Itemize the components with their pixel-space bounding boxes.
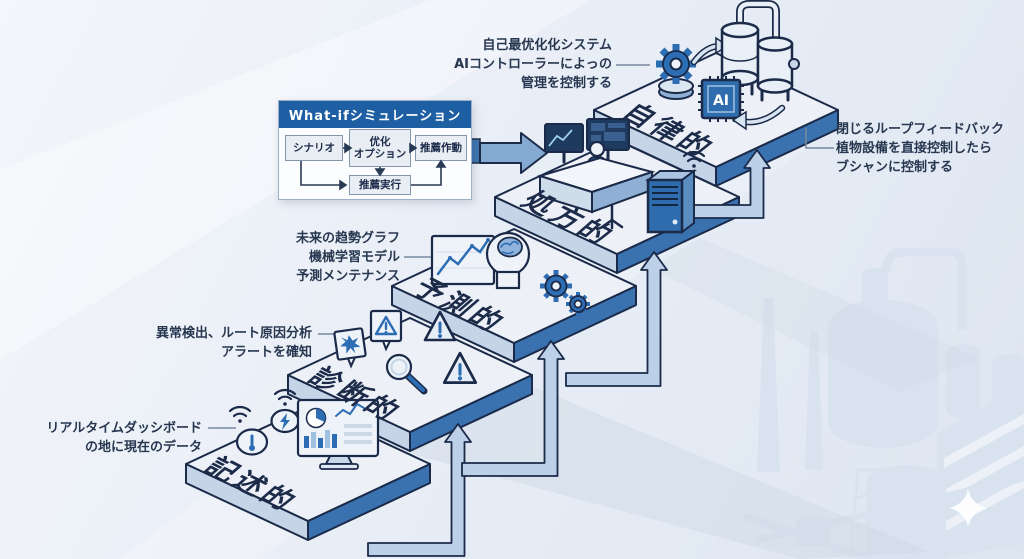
annotation-line: 予測メンテナンス — [296, 269, 400, 284]
brain-head-icon — [485, 231, 531, 290]
warning-triangle-icon — [423, 310, 457, 342]
whatif-node-scenario: シナリオ — [285, 135, 343, 161]
whatif-panel-title: What-ifシミュレーション — [279, 101, 471, 128]
alert-badge-icon — [369, 309, 403, 352]
gear-icon — [540, 270, 572, 302]
annotation-line: の地に現在のデータ — [84, 440, 202, 455]
annotation-descriptive: リアルタイムダッシボード の地に現在のデータ — [36, 419, 202, 457]
prescriptive-icons — [536, 118, 706, 234]
diagnostic-icons — [333, 309, 478, 395]
annotation-line: ブシャンに控制する — [836, 160, 954, 175]
annotation-predictive: 未来の趋勢グラフ 機械学習モデル 予測メンテナンス — [248, 229, 400, 286]
loop-arrow-icon — [731, 104, 786, 131]
wifi-signal-icon — [682, 150, 706, 168]
annotation-line: AIコントローラーによっの — [454, 57, 612, 72]
annotation-line: リアルタイムダッシボード — [46, 421, 202, 436]
gear-icon — [656, 44, 696, 84]
ai-chip-label: AI — [713, 93, 729, 109]
annotation-line: 管理を控制する — [520, 76, 612, 91]
predictive-icons — [430, 231, 590, 316]
arrow-step3-to-step4 — [565, 251, 668, 387]
magnifier-icon — [385, 353, 428, 395]
sparkle-icon — [949, 489, 987, 527]
autonomous-icons: AI — [656, 0, 800, 131]
sensor-gauge-icon — [270, 408, 300, 434]
step-up-arrows — [367, 149, 771, 557]
server-icon — [645, 169, 697, 234]
whatif-simulation-panel: What-ifシミュレーション シナリオ 优化 オプション 推薦作動 推薦実行 — [278, 100, 472, 200]
operator-desk-icon — [536, 118, 656, 230]
whatif-node-label: 推薦作動 — [420, 141, 462, 154]
annotation-line: 異常検出、ルート原因分析 — [155, 326, 312, 341]
whatif-to-prescriptive-arrow — [465, 132, 548, 174]
annotation-self-optimizing: 自己最优化化システム AIコントローラーによっの 管理を控制する — [440, 36, 612, 93]
whatif-node-recommended-action: 推薦作動 — [415, 135, 467, 161]
factory-silhouette — [742, 247, 1024, 559]
whatif-node-label: 推薦実行 — [359, 178, 401, 191]
whatif-node-optimize-options: 优化 オプション — [349, 129, 411, 167]
arrow-step1-to-step2 — [367, 423, 472, 557]
wifi-signal-icon — [273, 388, 297, 406]
annotation-line: 閉じるループフィードバック — [836, 122, 1004, 137]
gear-pedestal — [658, 78, 694, 100]
gear-icon — [566, 292, 590, 316]
arrow-step2-to-step3 — [461, 340, 565, 477]
annotation-line: 機械学習モデル — [308, 250, 400, 265]
whatif-node-label: 优化 — [369, 135, 391, 148]
arrow-step4-to-step5 — [671, 149, 771, 219]
ai-chip-icon: AI — [698, 76, 744, 122]
dashboard-monitor-icon — [296, 398, 380, 470]
annotation-diagnostic: 異常検出、ルート原因分析 アラートを確知 — [138, 324, 312, 362]
annotation-line: アラートを確知 — [220, 345, 312, 360]
annotation-line: 未来の趋勢グラフ — [295, 231, 400, 246]
warning-triangle-icon — [442, 351, 478, 384]
whatif-node-label: オプション — [353, 148, 407, 160]
sensor-gauge-icon — [235, 428, 269, 456]
annotation-line: 自己最优化化システム — [482, 38, 612, 53]
wifi-signal-icon — [228, 405, 252, 423]
annotation-line: 植物設備を直接控制したら — [836, 141, 993, 156]
descriptive-icons — [228, 388, 380, 470]
alert-badge-icon — [333, 327, 367, 369]
whatif-node-recommendation-run: 推薦実行 — [349, 175, 411, 195]
annotation-closed-loop: 閉じるループフィードバック 植物設備を直接控制したら ブシャンに控制する — [836, 120, 1022, 177]
whatif-node-label: シナリオ — [293, 141, 335, 154]
